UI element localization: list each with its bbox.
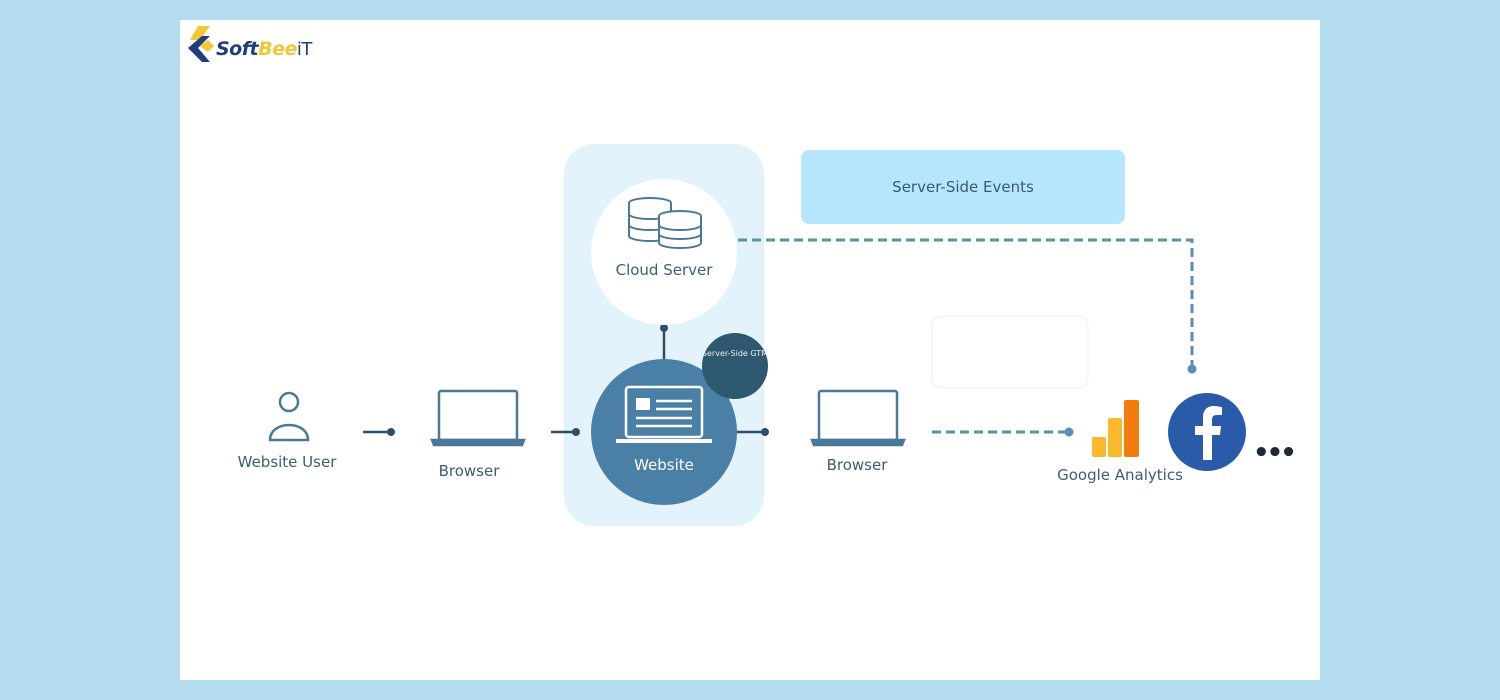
connector-dot bbox=[660, 324, 668, 332]
gtm-circle bbox=[702, 333, 768, 399]
brand-logo-icon bbox=[188, 26, 214, 62]
faint-placeholder-box bbox=[931, 315, 1089, 389]
connector-dot bbox=[572, 428, 580, 436]
more-integrations-indicator: ••• bbox=[1253, 438, 1297, 468]
database-icon bbox=[628, 197, 702, 249]
google-analytics-icon bbox=[1092, 400, 1139, 457]
facebook-icon bbox=[1168, 393, 1246, 471]
cloud-server-label: Cloud Server bbox=[615, 261, 713, 279]
browser-right-label: Browser bbox=[826, 456, 888, 474]
website-circle bbox=[591, 359, 737, 505]
server-events-endpoint bbox=[1187, 364, 1197, 374]
flow-diagram bbox=[268, 144, 1246, 526]
user-icon bbox=[268, 391, 310, 442]
brand-name: SoftBeeiT bbox=[216, 38, 312, 60]
laptop-icon-right bbox=[810, 389, 906, 447]
server-side-gtm-label: Server-Side GTM bbox=[701, 349, 769, 358]
website-label: Website bbox=[634, 456, 694, 474]
web-page-icon bbox=[616, 385, 712, 443]
brand-soft: Soft bbox=[216, 38, 259, 60]
browser-left-label: Browser bbox=[438, 462, 500, 480]
client-events-endpoint bbox=[1064, 427, 1074, 437]
server-side-events-box: Server-Side Events bbox=[801, 150, 1125, 224]
brand-bee: Bee bbox=[258, 38, 297, 60]
diagram-canvas: SoftBeeiT bbox=[180, 20, 1320, 680]
brand-it: iT bbox=[296, 39, 313, 60]
server-events-line bbox=[738, 238, 1194, 368]
laptop-icon-left bbox=[430, 389, 526, 447]
connector-dot bbox=[387, 428, 395, 436]
google-analytics-label: Google Analytics bbox=[1057, 466, 1183, 484]
website-user-label: Website User bbox=[237, 453, 337, 471]
server-side-events-label: Server-Side Events bbox=[892, 178, 1034, 196]
connector-dot bbox=[761, 428, 769, 436]
